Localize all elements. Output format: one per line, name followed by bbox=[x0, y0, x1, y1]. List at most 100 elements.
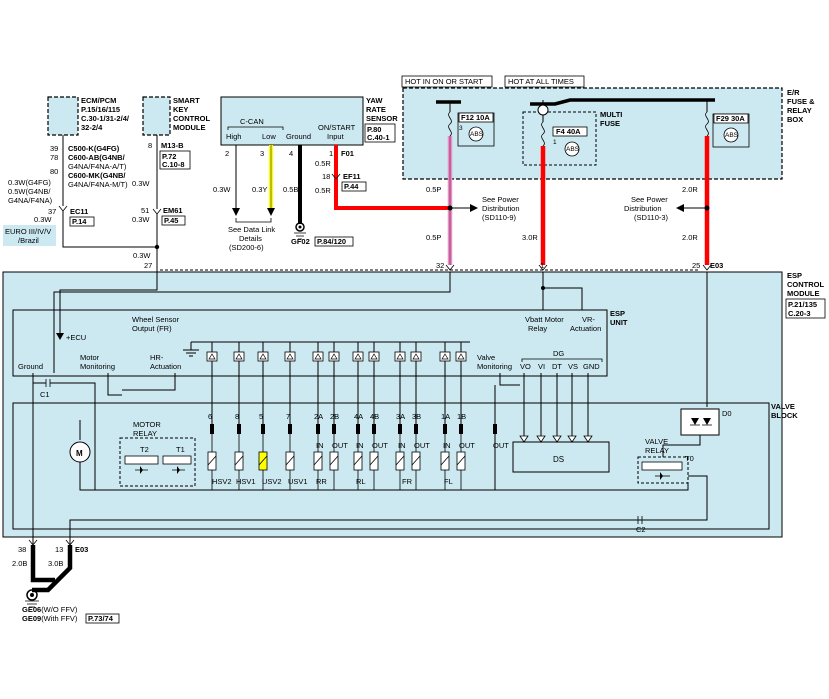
ec11-label: EC11 bbox=[70, 207, 88, 216]
t0-label: T0 bbox=[685, 454, 694, 463]
valve-number: 3B bbox=[412, 412, 421, 421]
driver-transistor-icon bbox=[410, 342, 422, 425]
em61-ref: P.45 bbox=[164, 216, 178, 225]
driver-transistor-icon bbox=[257, 342, 269, 425]
data-link-bracket bbox=[235, 218, 272, 223]
multi-fuse-label: FUSE bbox=[600, 119, 620, 128]
f29-fuse-symbol bbox=[705, 111, 709, 137]
euro-note-box bbox=[3, 225, 56, 246]
vr-label: Actuation bbox=[570, 324, 601, 333]
dg-arrow-icons bbox=[519, 435, 593, 443]
ccan-label: C-CAN bbox=[240, 117, 264, 126]
yaw-pin: 3 bbox=[260, 149, 264, 158]
motor-mon-label: Motor bbox=[80, 353, 100, 362]
smart-key-title-line: SMART bbox=[173, 96, 200, 105]
yaw-power-wire bbox=[334, 145, 450, 210]
dg-pin: VO bbox=[520, 362, 531, 371]
valve-io-label: OUT bbox=[332, 441, 348, 450]
valve-mon-label: Monitoring bbox=[477, 362, 512, 371]
valve-number: 6 bbox=[208, 412, 212, 421]
fuse-box-title: E/R FUSE & RELAY BOX bbox=[787, 88, 815, 124]
ecm-title: ECM/PCM P.15/16/115 C.30-1/31-2/4/ 32-2/… bbox=[81, 96, 130, 132]
multi-fuse-box bbox=[522, 111, 597, 166]
em61-pin: 51 bbox=[141, 206, 149, 215]
ground-icon bbox=[183, 342, 199, 357]
hot-on-label: HOT IN ON OR START bbox=[405, 77, 483, 86]
yaw-rate-sensor-box bbox=[220, 96, 364, 146]
f12-label: F12 10A bbox=[461, 113, 490, 122]
esp-title-line-3: MODULE bbox=[787, 289, 820, 298]
valve-io-label: OUT bbox=[459, 441, 475, 450]
valve-mon-wire bbox=[499, 373, 520, 386]
yaw-pin-label: Ground bbox=[286, 132, 311, 141]
motor-relay-box bbox=[119, 437, 196, 487]
smart-key-box bbox=[142, 96, 171, 136]
driver-transistor-icon bbox=[328, 342, 340, 425]
multi-fuse-node-icon bbox=[537, 104, 549, 116]
connector-symbol bbox=[28, 539, 75, 546]
splice-point bbox=[154, 244, 160, 250]
ef11-connector-symbol bbox=[331, 173, 341, 180]
splice-point bbox=[541, 286, 545, 290]
ds-box bbox=[512, 441, 610, 473]
ecu-arrow-icon bbox=[56, 333, 64, 340]
ecm-pin: 39 bbox=[50, 144, 58, 153]
dg-label: DG bbox=[553, 349, 564, 358]
can-high-wire-label: 0.3W bbox=[213, 185, 231, 194]
ec11-pin: 37 bbox=[48, 207, 56, 216]
smart-key-ref: P.72 bbox=[162, 152, 176, 161]
driver-transistor-icon bbox=[206, 342, 218, 425]
wheel-sensor-wire bbox=[59, 270, 158, 335]
valve-number: 2A bbox=[314, 412, 323, 421]
abs-badge-icon bbox=[564, 141, 580, 157]
smart-key-title: SMART KEY CONTROL MODULE bbox=[173, 96, 210, 132]
ecm-title-line: ECM/PCM bbox=[81, 96, 116, 105]
esp-module-title: ESP CONTROL MODULE P.21/135 C.20-3 bbox=[785, 271, 826, 319]
ef11-ref: P.44 bbox=[344, 182, 359, 191]
driver-transistor-icon bbox=[352, 342, 364, 425]
fuse-relay-box bbox=[402, 87, 783, 180]
red-wire-label: 3.0R bbox=[522, 233, 538, 242]
smart-key-ref: C.10-8 bbox=[162, 160, 185, 169]
abs-badge-icon bbox=[468, 126, 484, 142]
fuse-box-title-line: BOX bbox=[787, 115, 803, 124]
d0-diode-box bbox=[680, 408, 720, 436]
ecm-connector-note: G4NA/F4NA-A/T) bbox=[68, 162, 127, 171]
valve-connector-icon bbox=[288, 424, 292, 434]
smart-key-connector: M13-B bbox=[161, 141, 184, 150]
e03-label: E03 bbox=[710, 261, 723, 270]
valve-number: 4A bbox=[354, 412, 363, 421]
valve-io-label: IN bbox=[316, 441, 324, 450]
valve-connector-icon bbox=[493, 424, 497, 434]
ge06-label: GE06(W/O FFV) bbox=[22, 605, 78, 614]
valve-io-label: IN bbox=[443, 441, 451, 450]
valve-relay-label: VALVE bbox=[645, 437, 668, 446]
ground-wire-label: 2.0B bbox=[12, 559, 27, 568]
data-link-note: (SD200-6) bbox=[229, 243, 264, 252]
abs-badge-text: ABS bbox=[470, 131, 484, 138]
pin-27: 27 bbox=[144, 261, 152, 270]
driver-transistor-icon bbox=[312, 342, 324, 425]
valve-io-label: OUT bbox=[372, 441, 388, 450]
valve-io-label: IN bbox=[356, 441, 364, 450]
ec11-ref: P.14 bbox=[72, 217, 87, 226]
smart-key-wire-label: 0.3W bbox=[132, 215, 150, 224]
ge-ref: P.73/74 bbox=[88, 614, 114, 623]
ge-ground-icon bbox=[25, 589, 39, 608]
can-low-arrow-icon bbox=[267, 208, 275, 216]
dg-pin: VI bbox=[538, 362, 545, 371]
valve-name-label: FL bbox=[444, 477, 453, 486]
vbatt-label: Relay bbox=[528, 324, 547, 333]
ecm-connector: C600-MK(G4NB/ bbox=[68, 171, 126, 180]
vr-internal-wire bbox=[543, 287, 583, 310]
ec11-wire-label: 0.3W bbox=[34, 215, 52, 224]
driver-transistor-icon bbox=[455, 342, 467, 425]
valve-io-label: OUT bbox=[493, 441, 509, 450]
red-wire-label: 2.0R bbox=[682, 185, 698, 194]
smart-key-pin: 8 bbox=[148, 141, 152, 150]
ge09-label: GE09(With FFV) bbox=[22, 614, 78, 623]
ecm-connector-note: G4NA/F4NA-M/T) bbox=[68, 180, 128, 189]
ef11-label: EF11 bbox=[343, 172, 361, 181]
valve-name-label: FR bbox=[402, 477, 413, 486]
em61-connector-symbol bbox=[152, 208, 162, 215]
